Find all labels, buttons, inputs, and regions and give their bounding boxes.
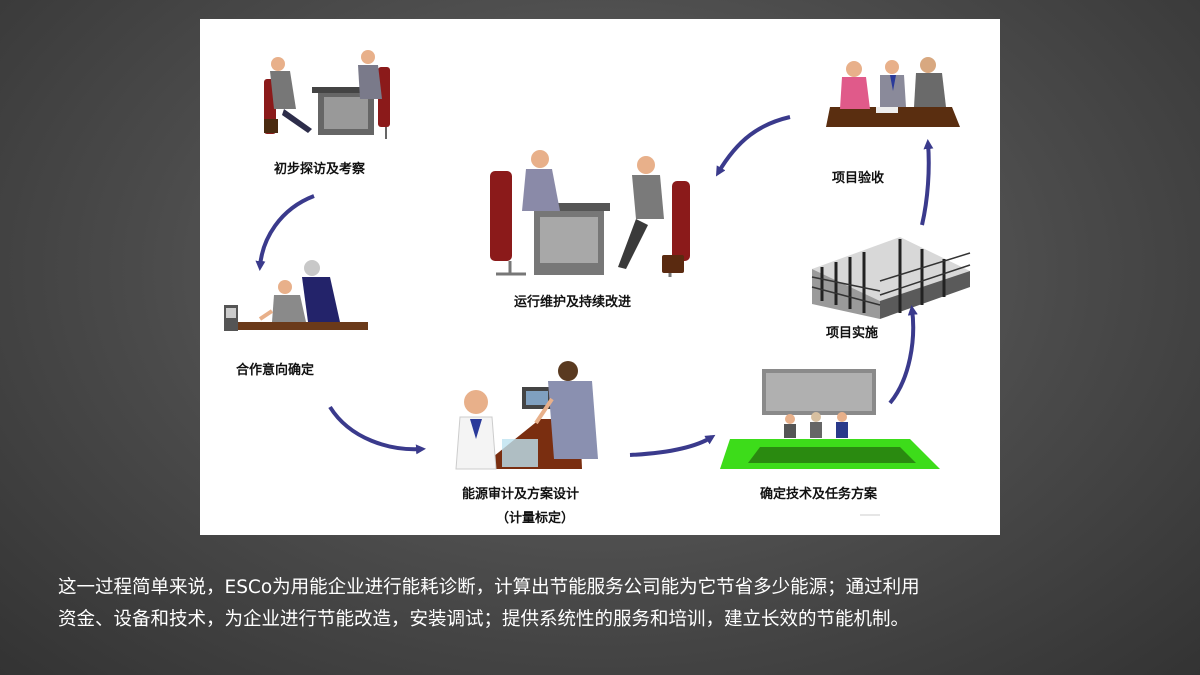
step-label-energy-audit: 能源审计及方案设计: [462, 487, 580, 502]
step-label-implementation: 项目实施: [826, 326, 879, 341]
audit-illustration-icon: [455, 361, 598, 470]
step-label-maintenance: 运行维护及持续改进: [514, 295, 632, 310]
caption-text: 这一过程简单来说，ESCo为用能企业进行能耗诊断，计算出节能服务公司能为它节省多…: [58, 572, 1158, 636]
arrow-step5-to-step6: [920, 139, 934, 226]
flow-arrows: [255, 115, 934, 457]
step-label-cooperation-intent: 合作意向确定: [236, 363, 315, 378]
arrow-step1-to-step2: [255, 194, 315, 271]
step-sublabel-metering: （计量标定）: [496, 511, 575, 526]
acceptance-illustration-icon: [826, 57, 960, 127]
caption-line-1: 这一过程简单来说，ESCo为用能企业进行能耗诊断，计算出节能服务公司能为它节省多…: [58, 577, 920, 598]
arrow-step3-to-step4: [629, 434, 716, 457]
meeting-illustration-icon: [264, 50, 390, 139]
maintenance-illustration-icon: [490, 150, 690, 277]
step-label-initial-visit: 初步探访及考察: [274, 162, 366, 177]
diagram-illustrations: [224, 50, 971, 516]
step-label-technical-plan: 确定技术及任务方案: [760, 487, 878, 502]
conference-illustration-icon: [720, 369, 940, 516]
arrow-step2-to-step3: [328, 405, 426, 455]
building-illustration-icon: [811, 237, 971, 319]
arrow-step6-to-center: [715, 115, 791, 177]
step-label-acceptance: 项目验收: [832, 171, 885, 186]
caption-line-2: 资金、设备和技术，为企业进行节能改造，安装调试；提供系统性的服务和培训，建立长效…: [58, 609, 910, 630]
agreement-illustration-icon: [224, 260, 368, 331]
arrow-step4-to-step5: [888, 305, 918, 405]
process-diagram: 初步探访及考察 合作意向确定 能源审计及方案设计 （计量标定） 确定技术及任务方…: [200, 19, 1000, 535]
